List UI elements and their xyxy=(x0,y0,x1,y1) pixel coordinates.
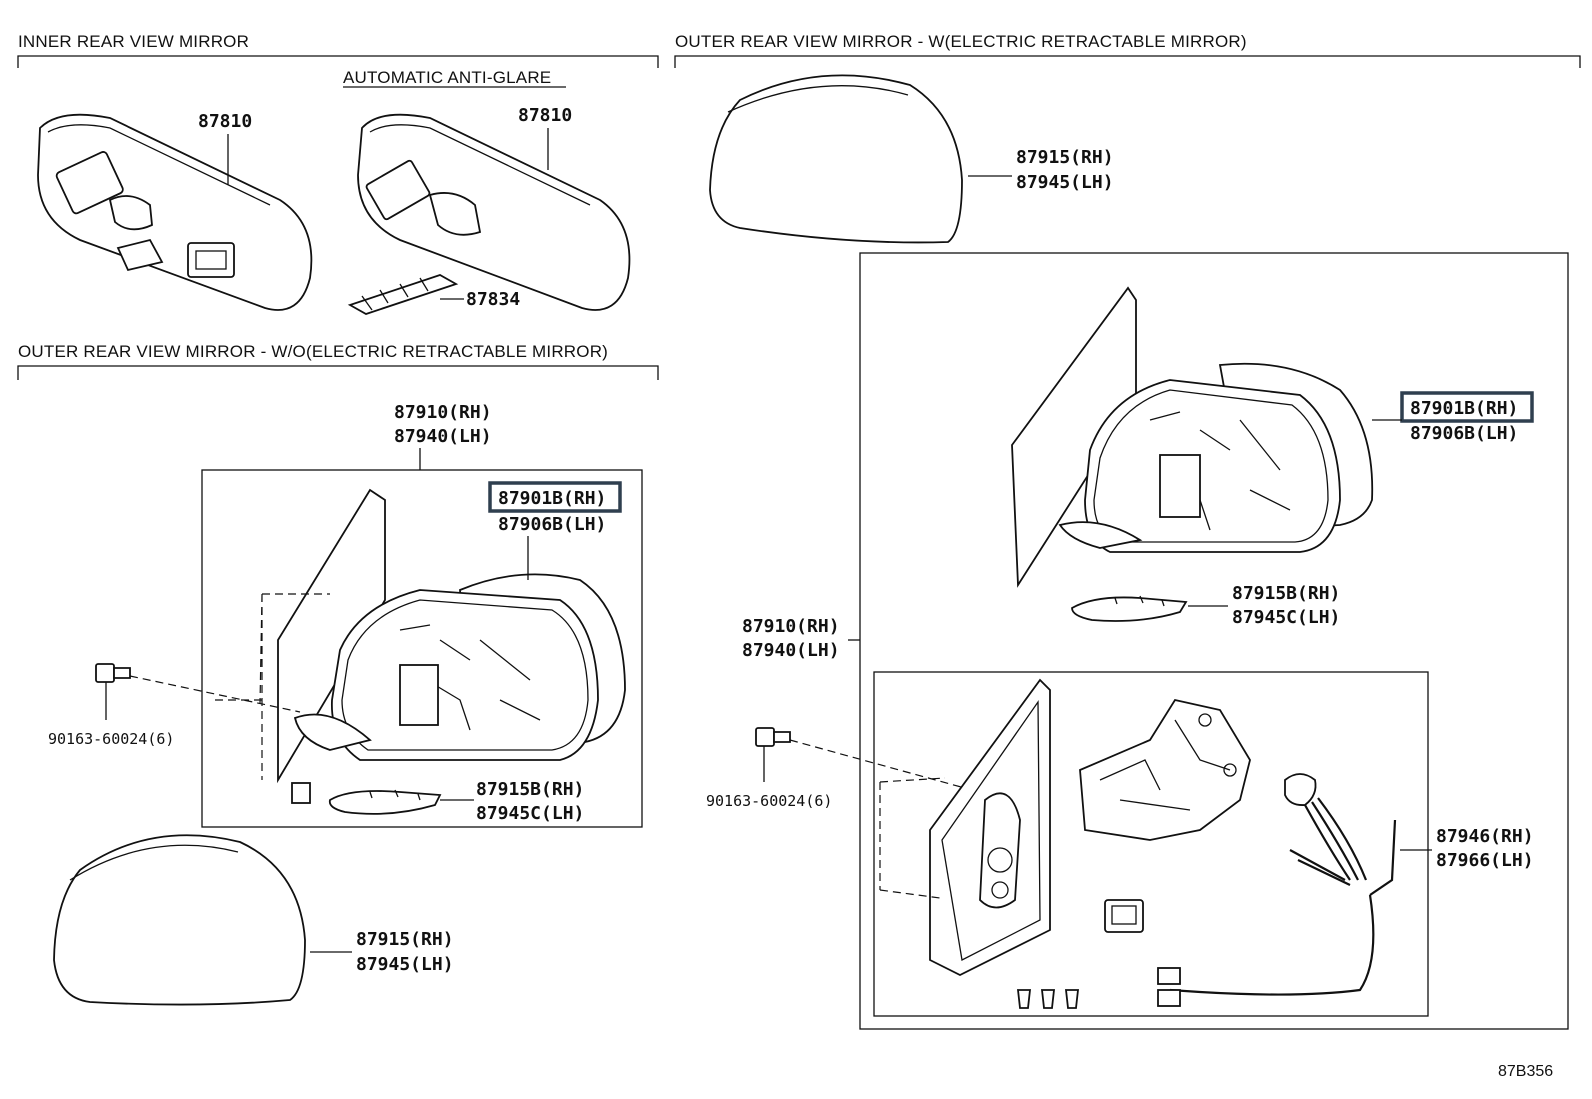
figure-reference: 87B356 xyxy=(1498,1063,1553,1080)
label-wo-cover-lh: 87945(LH) xyxy=(356,954,454,975)
inner-mirror-part xyxy=(37,113,313,311)
label-w-lamp-rh: 87915B(RH) xyxy=(1232,583,1340,604)
label-wo-glass-lh: 87906B(LH) xyxy=(498,514,606,535)
label-wo-cover-rh: 87915(RH) xyxy=(356,929,454,950)
w-screws-part xyxy=(1016,989,1080,1009)
section-title-outer-w: OUTER REAR VIEW MIRROR - W(ELECTRIC RETR… xyxy=(675,32,1247,51)
label-w-motor-lh: 87966(LH) xyxy=(1436,850,1534,871)
label-wo-assy-rh: 87910(RH) xyxy=(394,402,492,423)
w-connector-part xyxy=(1104,899,1144,933)
w-mirror-assy-part xyxy=(1011,286,1374,588)
clip-87834-part xyxy=(347,274,459,315)
w-retract-motor-part xyxy=(1079,698,1251,841)
label-wo-bolt: 90163-60024(6) xyxy=(48,730,174,748)
label-wo-assy-lh: 87940(LH) xyxy=(394,426,492,447)
wo-assy-frame xyxy=(201,469,643,828)
w-mirror-cover-part xyxy=(709,74,963,244)
section-bracket-outer-wo xyxy=(17,365,659,380)
label-w-cover-rh: 87915(RH) xyxy=(1016,147,1114,168)
label-w-assy-rh: 87910(RH) xyxy=(742,616,840,637)
wo-mirror-cover-part xyxy=(53,834,306,1006)
w-bolt-dash xyxy=(789,739,973,791)
w-base-bracket-part xyxy=(929,678,1051,977)
label-wo-lamp-lh: 87945C(LH) xyxy=(476,803,584,824)
section-title-outer-wo: OUTER REAR VIEW MIRROR - W/O(ELECTRIC RE… xyxy=(18,342,608,361)
label-w-glass-rh: 87901B(RH) xyxy=(1410,398,1518,419)
highlight-wo-glass-rh xyxy=(488,481,622,513)
label-87810-standard: 87810 xyxy=(198,111,252,132)
wo-bolt-part xyxy=(95,663,131,683)
w-wire-harness-part xyxy=(1157,773,1397,1007)
label-w-bolt: 90163-60024(6) xyxy=(706,792,832,810)
w-sub-frame xyxy=(873,671,1429,1017)
wo-bolt-dash xyxy=(129,675,301,713)
label-w-motor-rh: 87946(RH) xyxy=(1436,826,1534,847)
section-title-inner-mirror: INNER REAR VIEW MIRROR xyxy=(18,32,249,51)
highlight-w-glass-rh xyxy=(1400,391,1534,423)
w-bolt-part xyxy=(755,727,791,747)
section-bracket-inner xyxy=(17,55,659,68)
label-w-assy-lh: 87940(LH) xyxy=(742,640,840,661)
w-dash-guides xyxy=(879,777,946,899)
wo-mirror-assy-part xyxy=(277,488,626,804)
label-wo-glass-rh: 87901B(RH) xyxy=(498,488,606,509)
wo-dash-guides xyxy=(210,593,330,780)
label-87810-antiglare: 87810 xyxy=(518,105,572,126)
label-w-cover-lh: 87945(LH) xyxy=(1016,172,1114,193)
section-bracket-outer-w xyxy=(674,55,1581,68)
label-wo-lamp-rh: 87915B(RH) xyxy=(476,779,584,800)
label-w-glass-lh: 87906B(LH) xyxy=(1410,423,1518,444)
w-side-lamp-part xyxy=(1071,595,1188,622)
section-subtitle-auto-antiglare: AUTOMATIC ANTI-GLARE xyxy=(343,68,551,87)
w-assy-frame xyxy=(859,252,1569,1030)
label-w-lamp-lh: 87945C(LH) xyxy=(1232,607,1340,628)
inner-mirror-antiglare-part xyxy=(357,113,631,311)
label-87834: 87834 xyxy=(466,289,520,310)
wo-side-lamp-part xyxy=(328,789,442,815)
